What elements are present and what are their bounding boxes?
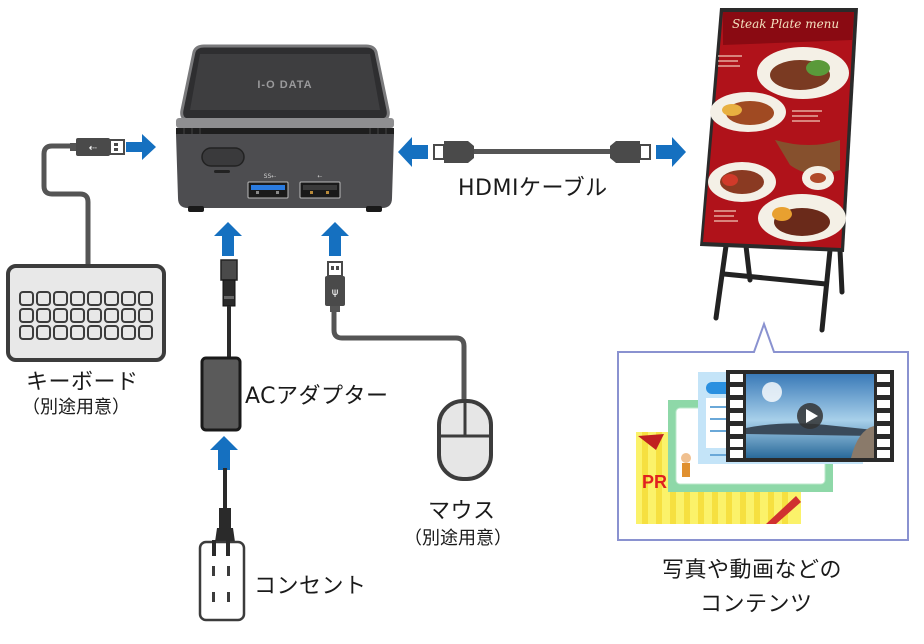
signage-display: Steak Plate menu: [700, 8, 858, 333]
keyboard-key: [36, 325, 51, 340]
signage-menu-title: Steak Plate menu: [732, 17, 839, 31]
ac-adapter-icon: [200, 356, 242, 432]
hdmi-label: HDMIケーブル: [458, 176, 608, 201]
outlet-label: コンセント: [254, 574, 367, 599]
usb3-symbol: SS⇠: [264, 173, 277, 180]
keyboard-key: [19, 308, 34, 323]
keyboard-key: [87, 308, 102, 323]
keyboard-key: [36, 291, 51, 306]
keyboard-key: [138, 291, 153, 306]
mouse-label: マウス: [428, 499, 496, 524]
arrow-left-icon: [398, 137, 428, 167]
keyboard-key: [121, 308, 136, 323]
arrow-up-icon: [210, 436, 238, 470]
keyboard-key: [138, 325, 153, 340]
mouse-note: （別途用意）: [404, 528, 512, 549]
keyboard-key: [19, 291, 34, 306]
power-button[interactable]: [201, 147, 245, 167]
arrow-up-icon: [214, 222, 242, 256]
keyboard-key: [70, 308, 85, 323]
power-cable: [215, 468, 235, 542]
keyboard-key: [70, 325, 85, 340]
dc-plug: [220, 259, 238, 360]
svg-text:ψ: ψ: [332, 287, 339, 298]
keyboard-key: [53, 308, 68, 323]
content-label-line1: 写真や動画などの: [662, 558, 843, 583]
keyboard-key: [87, 291, 102, 306]
mini-pc: I-O DATA SS⇠ ⇠: [176, 44, 394, 212]
keyboard-key: [19, 325, 34, 340]
usb2-symbol: ⇠: [317, 173, 322, 180]
pr-card-text: PR: [642, 472, 667, 492]
power-led: [214, 170, 230, 173]
keyboard-key: [138, 308, 153, 323]
keyboard-key: [104, 291, 119, 306]
keyboard-key: [70, 291, 85, 306]
arrow-up-icon: [321, 222, 349, 256]
keyboard-key: [121, 291, 136, 306]
keyboard-key: [104, 325, 119, 340]
brand-logo: I-O DATA: [257, 79, 312, 91]
arrow-right-icon: [126, 134, 156, 160]
hdmi-cable: [398, 137, 686, 167]
mouse-icon: [437, 399, 493, 481]
mouse-usb-plug: ψ: [325, 261, 345, 312]
svg-text:⇠: ⇠: [89, 143, 98, 154]
content-thumbnails: PR: [636, 370, 894, 524]
keyboard-key: [53, 325, 68, 340]
keyboard-label: キーボード: [26, 370, 139, 395]
content-label-line2: コンテンツ: [700, 592, 813, 617]
keyboard-note: （別途用意）: [22, 397, 130, 418]
keyboard-icon: [6, 264, 166, 362]
keyboard-key: [104, 308, 119, 323]
outlet-icon: [198, 540, 246, 622]
keyboard-key: [36, 308, 51, 323]
arrow-right-icon: [656, 137, 686, 167]
keyboard-key: [121, 325, 136, 340]
ac-adapter-label: ACアダプター: [245, 384, 389, 409]
keyboard-key: [87, 325, 102, 340]
keyboard-key: [53, 291, 68, 306]
keyboard-usb-plug: ⇠: [70, 138, 125, 156]
